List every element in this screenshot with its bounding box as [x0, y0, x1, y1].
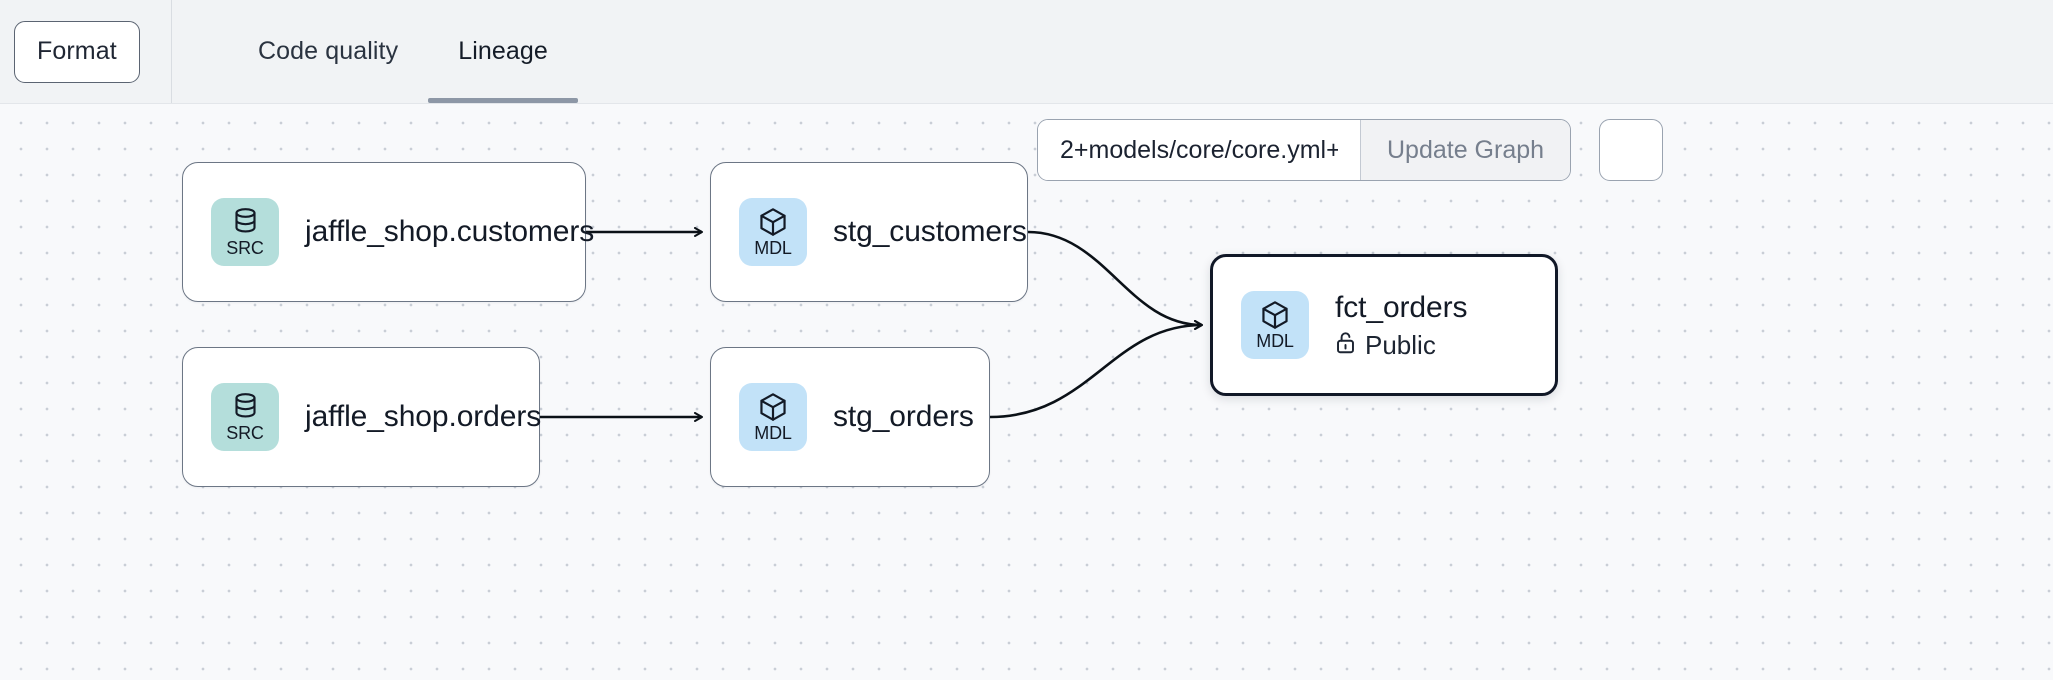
edge-stg-orders-to-fct-orders — [989, 320, 1203, 419]
cube-icon — [1260, 300, 1290, 330]
badge-mdl: MDL — [739, 198, 807, 266]
cube-icon — [758, 392, 788, 422]
lineage-node-src-orders[interactable]: SRC jaffle_shop.orders — [182, 347, 541, 487]
toolbar-left-section: Format — [0, 0, 172, 103]
badge-mdl-label: MDL — [1256, 331, 1294, 351]
node-body: fct_orders Public — [1335, 290, 1467, 361]
lineage-node-fct-orders[interactable]: MDL fct_orders Public — [1210, 254, 1558, 396]
node-body: jaffle_shop.orders — [305, 399, 541, 435]
badge-src: SRC — [211, 198, 279, 266]
node-title: fct_orders — [1335, 290, 1468, 324]
database-icon — [232, 392, 259, 422]
node-body: stg_orders — [833, 399, 974, 435]
cube-icon — [758, 207, 788, 237]
badge-mdl: MDL — [1241, 291, 1309, 359]
graph-controls: Update Graph — [1037, 119, 1664, 181]
tab-lineage[interactable]: Lineage — [428, 0, 578, 103]
node-title: jaffle_shop.customers — [305, 215, 595, 248]
badge-src: SRC — [211, 383, 279, 451]
edge-stg-customers-to-fct-orders — [1027, 230, 1203, 330]
node-title: stg_customers — [833, 215, 1027, 248]
node-access-row: Public — [1335, 330, 1467, 361]
lineage-canvas[interactable]: SRC jaffle_shop.customers SRC jaffle_sh — [0, 104, 2053, 680]
badge-src-label: SRC — [226, 238, 264, 258]
badge-mdl-label: MDL — [754, 238, 792, 258]
selector-group: Update Graph — [1037, 119, 1572, 181]
node-access-label: Public — [1365, 329, 1436, 360]
lineage-node-stg-orders[interactable]: MDL stg_orders — [710, 347, 990, 487]
node-body: jaffle_shop.customers — [305, 214, 594, 250]
unlock-icon — [1335, 330, 1356, 361]
graph-side-control[interactable] — [1599, 119, 1664, 181]
node-body: stg_customers — [833, 214, 1027, 250]
badge-mdl-label: MDL — [754, 423, 792, 443]
database-icon — [232, 207, 259, 237]
format-button[interactable]: Format — [14, 20, 140, 83]
tab-code-quality[interactable]: Code quality — [258, 37, 399, 65]
lineage-node-stg-customers[interactable]: MDL stg_customers — [710, 162, 1028, 302]
node-title: stg_orders — [833, 400, 974, 433]
badge-mdl: MDL — [739, 383, 807, 451]
selector-input[interactable] — [1038, 120, 1360, 180]
node-title: jaffle_shop.orders — [305, 400, 542, 433]
lineage-node-src-customers[interactable]: SRC jaffle_shop.customers — [182, 162, 594, 302]
tab-bar: Code quality Lineage — [172, 0, 578, 103]
top-toolbar: Format Code quality Lineage — [0, 0, 2053, 104]
badge-src-label: SRC — [226, 423, 264, 443]
update-graph-button[interactable]: Update Graph — [1360, 120, 1571, 180]
